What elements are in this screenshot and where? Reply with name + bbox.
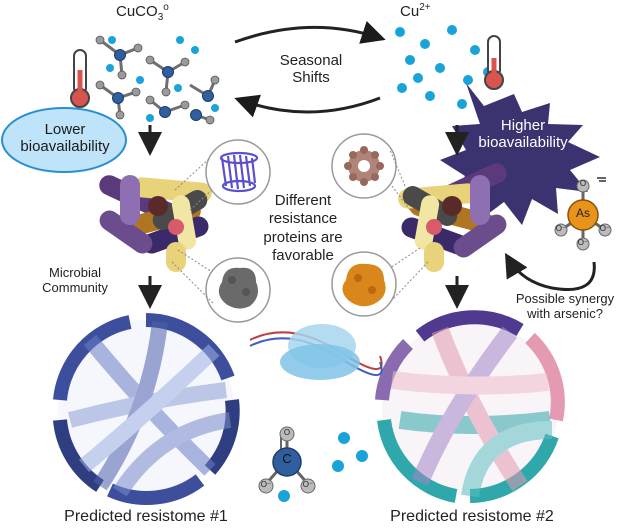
- lower-line-2: bioavailability: [20, 138, 110, 156]
- carbonate-o-top: O: [283, 428, 291, 437]
- higher-line-1: Higher: [500, 117, 546, 134]
- center-line-2: resistance: [268, 210, 338, 228]
- seasonal-line-1: Seasonal: [279, 52, 343, 69]
- arsenic-o-right: O⁻: [599, 224, 611, 233]
- microbial-community-label: Microbial Community: [30, 265, 120, 296]
- cuco3-superscript: o: [163, 2, 169, 13]
- synergy-label: Possible synergy with arsenic?: [500, 291, 630, 322]
- carbonate-o-left: O⁻: [260, 480, 272, 489]
- resistome-1-chord-diagram: [53, 313, 240, 505]
- protein-blob-gray-icon: [205, 257, 271, 323]
- resistome-1-title: Predicted resistome #1: [64, 508, 228, 525]
- community-line-1: Microbial: [48, 265, 101, 280]
- thermometer-icon: [70, 49, 90, 108]
- arsenic-o-bottom: O⁻: [577, 238, 589, 247]
- cu-text: Cu: [400, 3, 420, 20]
- protein-barrel-icon: [205, 139, 271, 205]
- seasonal-arrow-right: [234, 20, 386, 44]
- microbial-community-left: [99, 175, 212, 272]
- cuco3-subscript: 3: [157, 12, 164, 23]
- resistome-2-chord-diagram: [375, 310, 565, 503]
- carbonate-molecule: [258, 426, 316, 494]
- thermometer-icon: [484, 35, 504, 90]
- cuco3-label: CuCO3o: [116, 2, 169, 24]
- arsenic-o-left: O⁻: [555, 224, 567, 233]
- protein-blob-orange-icon: [331, 251, 397, 317]
- center-line-1: Different: [274, 192, 332, 209]
- carbonate-o-right: O⁻: [302, 480, 314, 489]
- synergy-arrow: [504, 252, 596, 291]
- cu-superscript: 2+: [419, 2, 431, 13]
- cuco3-molecule-cluster: [95, 35, 220, 125]
- cu-ion-cluster: [395, 25, 493, 109]
- center-line-4: favorable: [272, 246, 334, 264]
- center-line-3: proteins are: [263, 228, 343, 246]
- protein-ring-icon: [331, 133, 397, 199]
- microbial-community-right: [398, 163, 507, 272]
- lower-bioavailability-bubble: [1, 107, 127, 173]
- lower-line-1: Lower: [44, 121, 86, 138]
- zoom-connector-lines: [171, 149, 429, 305]
- arsenic-symbol: As: [575, 206, 590, 220]
- ribosome-dna-icon: [249, 324, 383, 380]
- cu2-label: Cu2+: [400, 2, 431, 20]
- community-line-2: Community: [42, 279, 108, 295]
- synergy-line-1: Possible synergy: [515, 291, 615, 306]
- cu-ion-cluster-bottom: [278, 432, 368, 502]
- synergy-line-2: with arsenic?: [527, 305, 603, 321]
- lower-bioavailability-label: Lower bioavailability: [4, 121, 126, 156]
- higher-line-2: bioavailability: [478, 134, 568, 152]
- arsenic-molecule: [554, 177, 612, 251]
- carbonate-symbol: C: [282, 451, 292, 466]
- higher-bioavailability-label: Higher bioavailability: [462, 117, 584, 152]
- cuco3-text: CuCO: [116, 3, 158, 20]
- seasonal-arrow-left: [234, 94, 381, 118]
- resistome-2-title: Predicted resistome #2: [390, 508, 554, 525]
- seasonal-shifts-label: Seasonal Shifts: [266, 52, 356, 87]
- center-resistance-label: Different resistance proteins are favora…: [248, 192, 358, 265]
- seasonal-line-2: Shifts: [292, 69, 330, 87]
- arsenic-o-top: O: [579, 179, 587, 188]
